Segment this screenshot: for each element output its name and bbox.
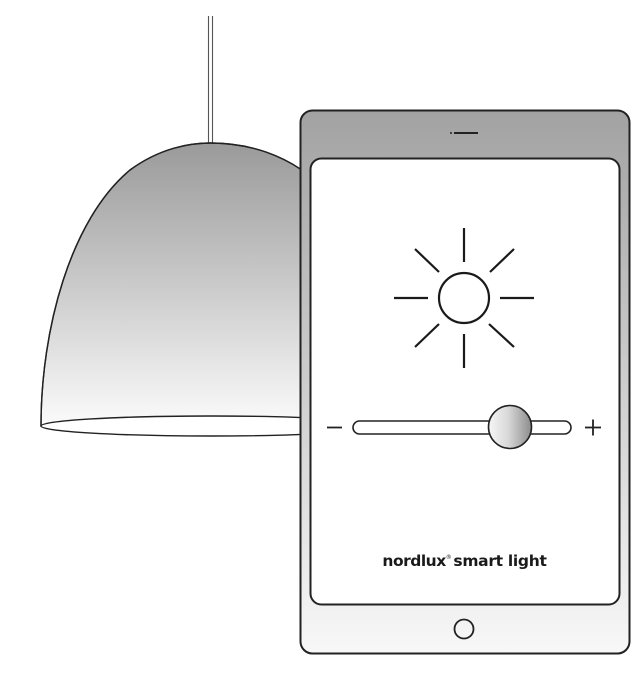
camera-icon xyxy=(450,132,478,134)
registered-mark: ® xyxy=(445,554,452,561)
tablet-screen xyxy=(309,157,621,606)
brand-product: smart light xyxy=(453,552,547,570)
brand-logo: nordlux®smart light xyxy=(310,552,619,570)
lamp-cable xyxy=(207,16,214,143)
sun-icon[interactable] xyxy=(394,228,534,368)
brand-name: nordlux xyxy=(382,552,446,570)
tablet xyxy=(299,109,631,655)
plus-icon[interactable] xyxy=(585,419,601,436)
slider-track[interactable] xyxy=(352,420,572,435)
brightness-slider[interactable] xyxy=(327,404,601,450)
home-button[interactable] xyxy=(453,618,475,640)
pendant-lamp-shade xyxy=(40,142,382,437)
slider-knob[interactable] xyxy=(487,404,533,450)
